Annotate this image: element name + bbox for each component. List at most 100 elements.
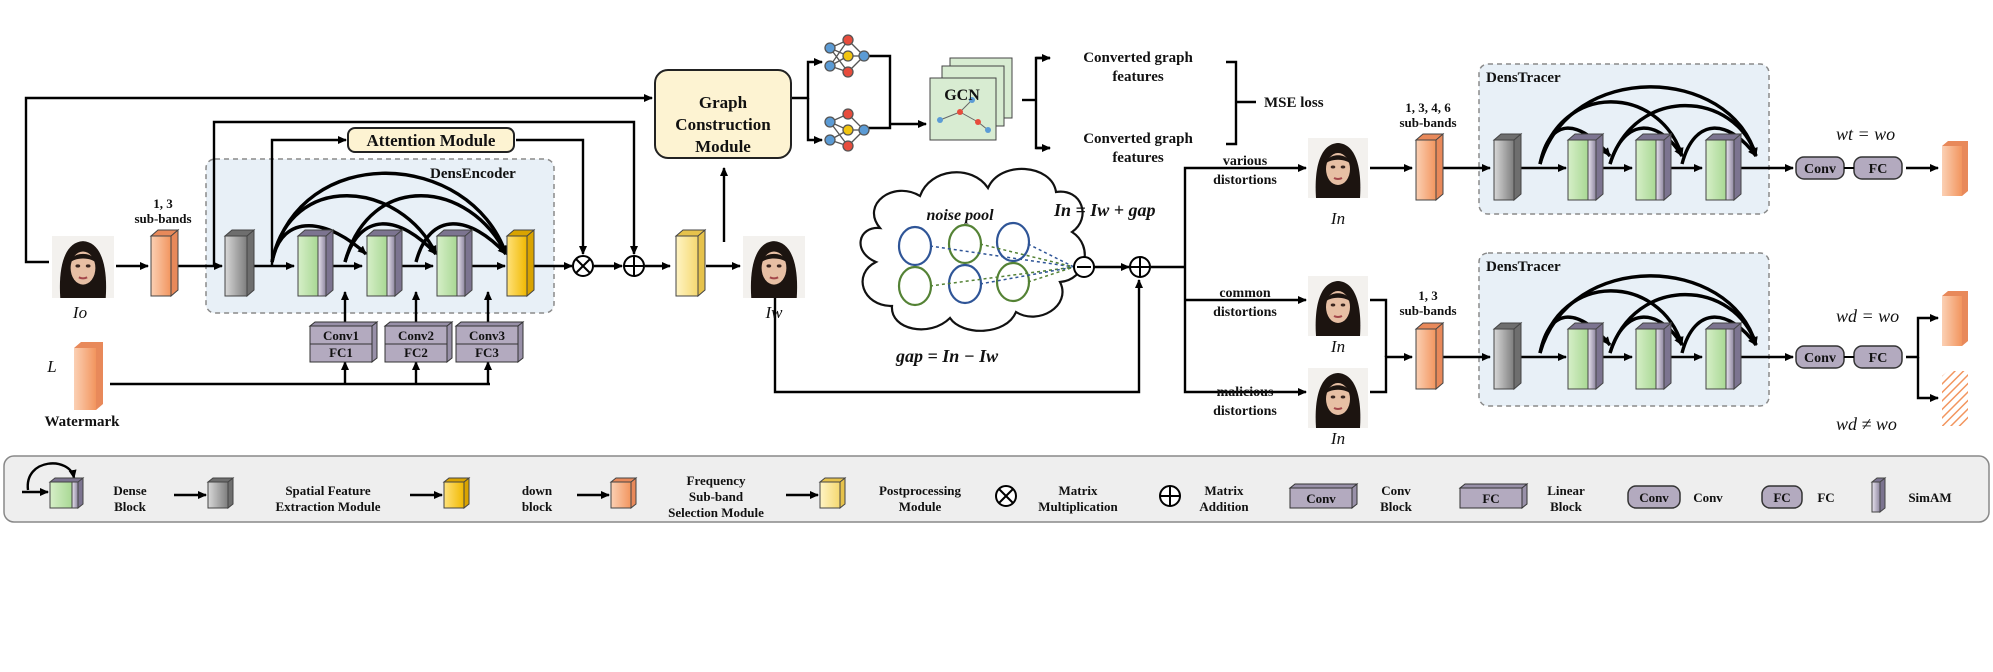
- fc-pill-top-label: FC: [1869, 162, 1888, 177]
- legend-conv-pill-tag: Conv: [1639, 490, 1669, 505]
- malicious-distortions-a: malicious: [1217, 385, 1274, 400]
- conv-fc-stack-1: [308, 320, 379, 364]
- legend-spatial-label-1: Spatial Feature: [285, 483, 371, 498]
- attention-module-label: Attention Module: [367, 131, 496, 150]
- conv-fc-stack-3: [454, 320, 525, 364]
- io-label: Io: [72, 303, 87, 322]
- legend-conv-block-icon: [1288, 482, 1359, 510]
- legend-add-label-1: Matrix: [1205, 483, 1244, 498]
- legend-simam-label: SimAM: [1908, 490, 1951, 505]
- mse-loss-label: MSE loss: [1264, 95, 1324, 111]
- various-distortions-a: various: [1223, 154, 1268, 169]
- legend-freq: [577, 476, 638, 510]
- gcn-stack: [929, 57, 1013, 141]
- iw-label: Iw: [765, 303, 784, 322]
- equation-gap: gap = In − Iw: [895, 346, 999, 366]
- subbands-bot-a: 1, 3: [1418, 288, 1438, 303]
- graph-construction-label-2: Construction: [675, 115, 771, 134]
- fc1-label: FC1: [329, 345, 353, 360]
- legend-conv-pill-label: Conv: [1693, 490, 1723, 505]
- legend-spatial-label-2: Extraction Module: [275, 499, 380, 514]
- graph-construction-label-3: Module: [695, 137, 751, 156]
- legend-freq-label-3: Selection Module: [668, 505, 764, 520]
- dense-block-encoder-2: [365, 228, 404, 298]
- dense-block-tracer-bottom-2: [1634, 321, 1673, 391]
- freq-subband-block-tracer-top: [1414, 132, 1445, 202]
- legend-simam-icon: [1870, 476, 1887, 514]
- add-operator-encoder: [623, 255, 645, 277]
- legend-freq-label-1: Frequency: [687, 473, 746, 488]
- legend-freq-label-2: Sub-band: [689, 489, 744, 504]
- converted-features-1-b: features: [1112, 69, 1164, 85]
- legend-conv-block-tag: Conv: [1306, 491, 1336, 506]
- spatial-feature-block-encoder: [223, 228, 256, 298]
- fc3-label: FC3: [475, 345, 499, 360]
- gcn-label: GCN: [944, 87, 980, 104]
- common-distortions-b: distortions: [1213, 305, 1277, 320]
- legend-fc-pill-tag: FC: [1773, 490, 1790, 505]
- legend-mult-icon: [995, 485, 1017, 507]
- subbands-top-a: 1, 3, 4, 6: [1405, 100, 1451, 115]
- malicious-distortions-b: distortions: [1213, 404, 1277, 419]
- dense-block-tracer-top-2: [1634, 132, 1673, 202]
- in-label-top: In: [1330, 209, 1345, 228]
- legend-linear-block-label-1: Linear: [1547, 483, 1585, 498]
- legend-dense: [22, 462, 85, 510]
- wd-ne-wo-label: wd ≠ wo: [1836, 414, 1897, 434]
- legend-linear-block-label-2: Block: [1550, 499, 1583, 514]
- original-image: [52, 236, 114, 298]
- conv-pill-bottom-label: Conv: [1804, 351, 1836, 366]
- noised-image-various: [1308, 138, 1368, 198]
- watermark-L-label: L: [46, 357, 56, 376]
- equation-in: In = Iw + gap: [1053, 200, 1156, 220]
- mult-operator-encoder: [572, 255, 594, 277]
- legend-dense-label-2: Block: [114, 499, 147, 514]
- dens-tracer-bottom-title: DensTracer: [1486, 259, 1561, 275]
- conv-pill-top-label: Conv: [1804, 162, 1836, 177]
- various-distortions-b: distortions: [1213, 173, 1277, 188]
- legend-conv-block-label-2: Block: [1380, 499, 1413, 514]
- dens-encoder-title: DensEncoder: [430, 166, 516, 182]
- add-operator-noise: [1129, 256, 1151, 278]
- wd-wo-label: wd = wo: [1836, 306, 1899, 326]
- freq-subband-block-tracer-bottom: [1414, 321, 1445, 391]
- subbands-enc-b: sub-bands: [134, 211, 191, 226]
- subbands-top-b: sub-bands: [1399, 115, 1456, 130]
- noise-pool-cloud: [859, 167, 1086, 332]
- legend-post-label-2: Module: [899, 499, 942, 514]
- legend-conv-pill: [1627, 485, 1681, 509]
- noise-pool-ellipses: [897, 221, 1075, 307]
- watermark-block: [74, 342, 103, 410]
- legend-fc-pill-label: FC: [1817, 490, 1834, 505]
- wt-wo-label: wt = wo: [1836, 124, 1895, 144]
- noised-image-malicious: [1308, 368, 1368, 428]
- legend-linear-block-tag: FC: [1482, 491, 1499, 506]
- legend-dense-label-1: Dense: [113, 483, 146, 498]
- output-block-wd: [1942, 291, 1968, 346]
- legend-post-label-1: Postprocessing: [879, 483, 962, 498]
- attention-module-box: [347, 127, 515, 153]
- tracer-bottom-dense-arcs: [1538, 274, 1758, 354]
- legend-down-label-2: block: [522, 499, 553, 514]
- converted-features-1-a: Converted graph: [1083, 50, 1193, 66]
- subbands-enc-a: 1, 3: [153, 196, 173, 211]
- output-block-wd-hatched: [1942, 371, 1968, 426]
- converted-features-2-a: Converted graph: [1083, 131, 1193, 147]
- dense-block-encoder-1: [296, 228, 335, 298]
- noise-pool-label: noise pool: [926, 207, 994, 224]
- legend-mult-label-2: Multiplication: [1038, 499, 1118, 514]
- in-label-mid: In: [1330, 337, 1345, 356]
- legend-linear-block-icon: [1458, 482, 1529, 510]
- watermarked-image: [743, 236, 805, 298]
- graph-construction-label-1: Graph: [699, 93, 748, 112]
- dense-block-encoder-3: [435, 228, 474, 298]
- legend-post: [786, 476, 847, 510]
- in-label-bot: In: [1330, 429, 1345, 448]
- legend-mult-label-1: Matrix: [1059, 483, 1098, 498]
- legend-conv-block-label-1: Conv: [1381, 483, 1411, 498]
- dense-block-tracer-top-3: [1704, 132, 1743, 202]
- spatial-feature-block-tracer-top: [1492, 132, 1523, 202]
- legend-down: [410, 476, 471, 510]
- output-block-wt: [1942, 141, 1968, 196]
